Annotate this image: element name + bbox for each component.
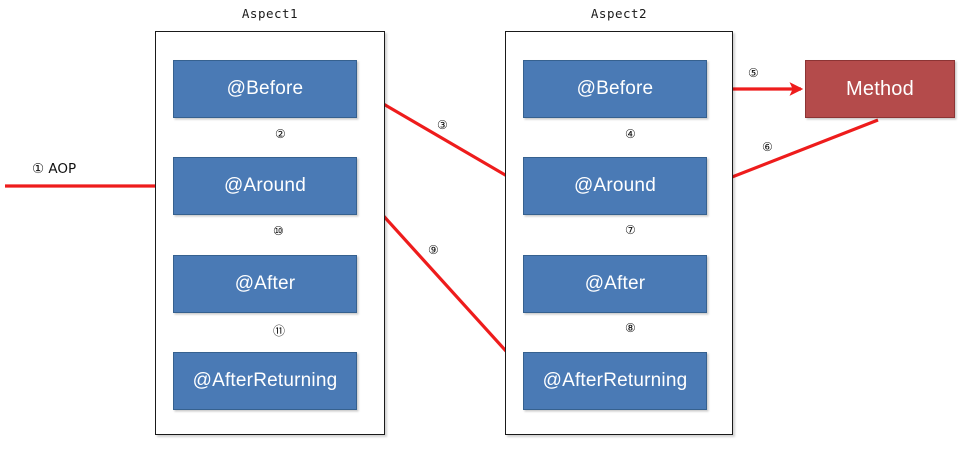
edge-label-10: ⑩ bbox=[273, 224, 284, 238]
edge-label-5: ⑤ bbox=[748, 66, 759, 80]
edge-label-2: ② bbox=[275, 127, 286, 141]
node-a1-afterreturning-label: @AfterReturning bbox=[192, 370, 338, 391]
edge-label-11: ⑪ bbox=[273, 324, 286, 338]
edge-label-4: ④ bbox=[625, 127, 636, 141]
node-a2-before[interactable]: @Before bbox=[523, 60, 707, 118]
node-a2-around-label: @Around bbox=[574, 175, 656, 196]
node-a1-afterreturning[interactable]: @AfterReturning bbox=[173, 352, 357, 410]
node-a1-before-label: @Before bbox=[226, 78, 304, 99]
node-a2-afterreturning-label: @AfterReturning bbox=[542, 370, 688, 391]
edge-label-9: ⑨ bbox=[428, 243, 439, 257]
edge-label-3: ③ bbox=[437, 118, 448, 132]
node-a2-around[interactable]: @Around bbox=[523, 157, 707, 215]
node-method[interactable]: Method bbox=[805, 60, 955, 118]
edge-label-7: ⑦ bbox=[625, 223, 636, 237]
node-a2-after[interactable]: @After bbox=[523, 255, 707, 313]
aspect1-title: Aspect1 bbox=[241, 6, 299, 21]
node-a2-afterreturning[interactable]: @AfterReturning bbox=[523, 352, 707, 410]
node-a2-after-label: @After bbox=[584, 273, 646, 294]
node-a1-after-label: @After bbox=[234, 273, 296, 294]
aspect2-title: Aspect2 bbox=[590, 6, 648, 21]
node-a1-before[interactable]: @Before bbox=[173, 60, 357, 118]
edge-label-8: ⑧ bbox=[625, 321, 636, 335]
node-method-label: Method bbox=[846, 77, 914, 100]
node-a2-before-label: @Before bbox=[576, 78, 654, 99]
node-a1-after[interactable]: @After bbox=[173, 255, 357, 313]
edge-label-6: ⑥ bbox=[762, 140, 773, 154]
edge-label-1-aop: ① AOP bbox=[32, 161, 77, 177]
node-a1-around-label: @Around bbox=[224, 175, 306, 196]
arrow-6-method-to-around bbox=[706, 118, 879, 189]
node-a1-around[interactable]: @Around bbox=[173, 157, 357, 215]
